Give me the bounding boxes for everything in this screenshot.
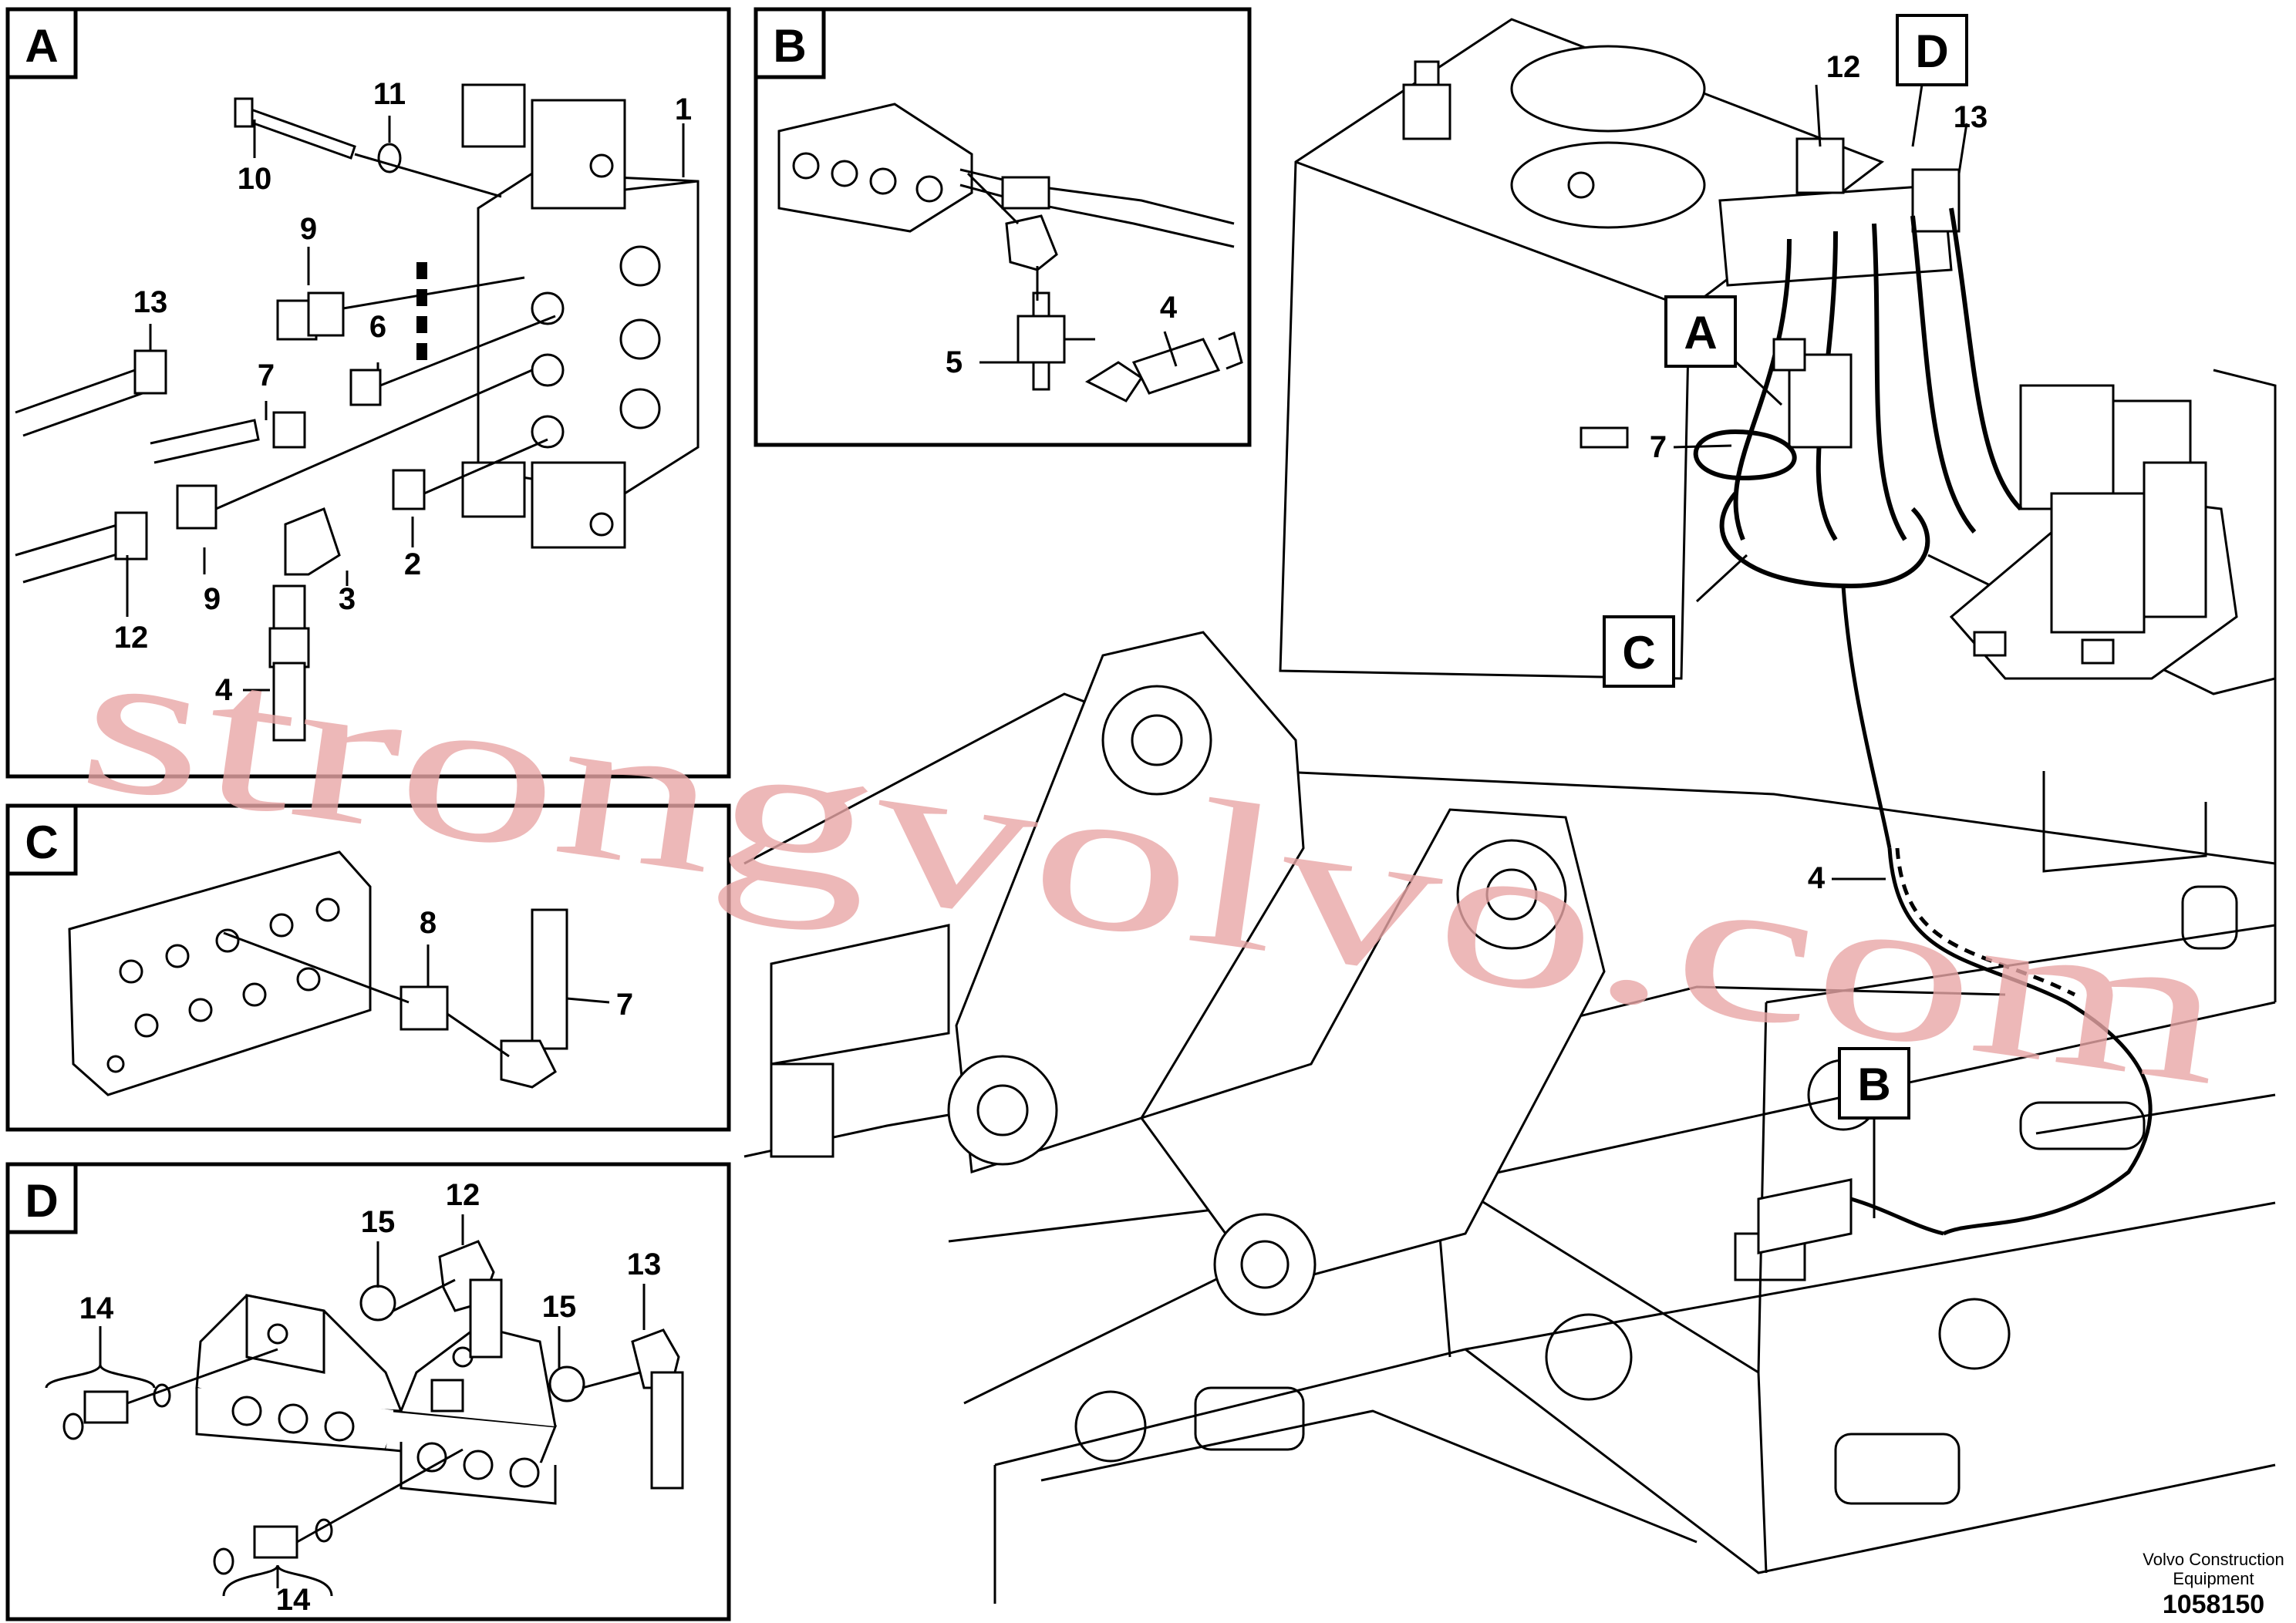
panel-D: D bbox=[5, 1162, 731, 1621]
panel-C-leaders bbox=[223, 931, 610, 1058]
main-machine-view: A C D B 12 13 7 4 bbox=[743, 14, 2277, 1604]
panel-D-callout-12: 12 bbox=[446, 1178, 480, 1212]
panel-B-letter: B bbox=[773, 20, 806, 72]
callout-box-C: C bbox=[1603, 615, 1675, 688]
panel-D-callout-14-top: 14 bbox=[79, 1291, 114, 1325]
panel-D-callout-15-left: 15 bbox=[361, 1205, 396, 1239]
panel-C-parts bbox=[68, 850, 568, 1096]
solenoid-and-loops bbox=[1693, 338, 1930, 589]
hydraulic-tank bbox=[1279, 18, 1885, 680]
panel-A-callout-4: 4 bbox=[215, 673, 233, 707]
panel-B-parts bbox=[777, 103, 1243, 402]
footer: Volvo Construction Equipment 1058150 bbox=[2143, 1550, 2284, 1619]
panel-A-callout-7: 7 bbox=[258, 359, 275, 392]
main-leaders bbox=[1673, 84, 1968, 1218]
callout-A: A bbox=[1684, 307, 1717, 359]
panel-D-callout-15-right: 15 bbox=[542, 1290, 577, 1324]
lower-manifold bbox=[1757, 1178, 1944, 1254]
callout-box-D: D bbox=[1896, 14, 1968, 86]
boom-mount bbox=[770, 631, 1606, 1316]
upper-frame bbox=[743, 369, 2277, 1604]
panel-A-callout-2: 2 bbox=[404, 547, 421, 581]
hose-4 bbox=[1841, 585, 2153, 1236]
panel-A-callout-10: 10 bbox=[238, 162, 272, 196]
main-callout-4: 4 bbox=[1808, 861, 1826, 895]
main-callout-7: 7 bbox=[1650, 430, 1667, 464]
panel-A-callout-6: 6 bbox=[369, 310, 386, 344]
panel-D-callout-14-bottom: 14 bbox=[276, 1583, 311, 1617]
panel-B-callout-5: 5 bbox=[946, 345, 963, 379]
panel-D-letter: D bbox=[25, 1175, 58, 1227]
drawing-number: 1058150 bbox=[2163, 1590, 2264, 1619]
panel-A-callout-9-bottom: 9 bbox=[204, 582, 221, 616]
panel-B-callout-4: 4 bbox=[1160, 291, 1178, 325]
valve-plate-marks bbox=[416, 262, 427, 360]
panel-A-callout-3: 3 bbox=[339, 582, 356, 616]
panel-C-callout-7: 7 bbox=[616, 988, 633, 1022]
panel-A-letter: A bbox=[25, 20, 58, 72]
main-callout-12: 12 bbox=[1826, 50, 1861, 84]
panel-D-fittings bbox=[62, 1240, 684, 1575]
control-valve bbox=[1949, 384, 2238, 680]
panel-A-hoses bbox=[15, 291, 426, 742]
panel-C-letter: C bbox=[25, 817, 58, 868]
company-line-1: Volvo Construction bbox=[2143, 1550, 2284, 1569]
callout-D: D bbox=[1915, 25, 1948, 77]
main-callout-13: 13 bbox=[1954, 100, 1988, 134]
floor-openings bbox=[1074, 885, 2238, 1505]
panel-A-callout-13: 13 bbox=[133, 285, 168, 319]
panel-A-leaders bbox=[126, 116, 685, 692]
valve-body bbox=[461, 83, 700, 549]
panel-D-callout-13: 13 bbox=[627, 1248, 662, 1281]
panel-C-callout-8: 8 bbox=[420, 906, 437, 940]
panel-B: B 5 4 bbox=[754, 7, 1252, 447]
panel-A-callout-1: 1 bbox=[675, 93, 692, 126]
panel-A-callout-11: 11 bbox=[373, 77, 406, 111]
panel-A: A bbox=[5, 7, 731, 779]
panel-A-callout-12: 12 bbox=[114, 621, 149, 655]
callout-box-B: B bbox=[1838, 1047, 1910, 1120]
callout-B: B bbox=[1857, 1059, 1890, 1110]
callout-C: C bbox=[1622, 627, 1655, 678]
panel-B-leaders bbox=[966, 172, 1178, 367]
panel-C: C 8 7 bbox=[5, 803, 731, 1132]
callout-box-A: A bbox=[1664, 295, 1737, 368]
company-line-2: Equipment bbox=[2173, 1569, 2254, 1588]
panel-A-callout-9-top: 9 bbox=[300, 212, 317, 246]
panel-D-leaders bbox=[45, 1214, 646, 1597]
